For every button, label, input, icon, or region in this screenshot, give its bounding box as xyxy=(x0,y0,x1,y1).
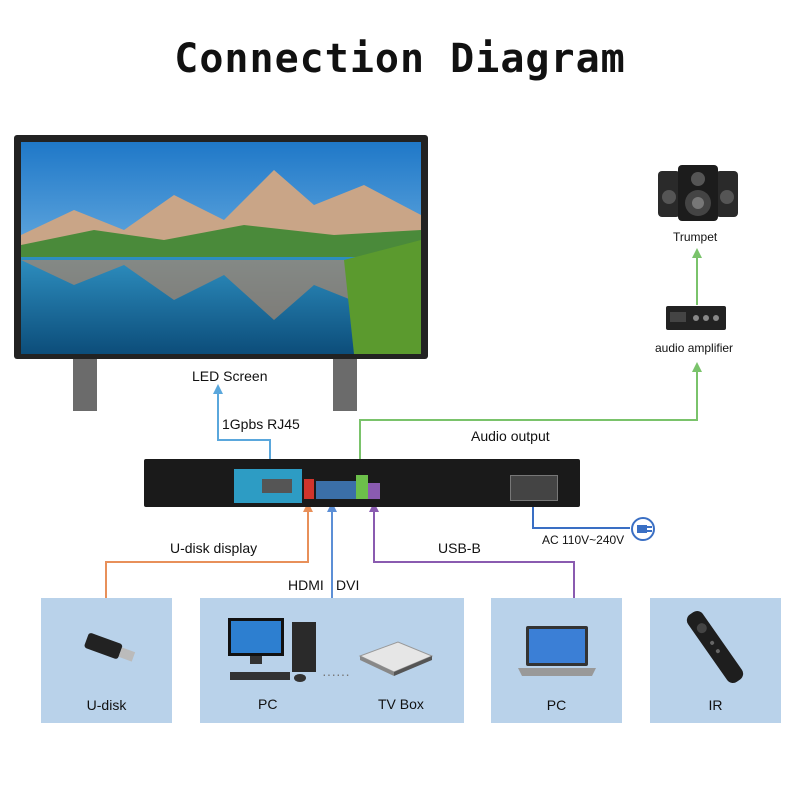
tv-box-icon xyxy=(358,641,434,676)
dvi-label: DVI xyxy=(336,577,360,593)
ir-label: IR xyxy=(708,697,723,713)
ac-wire xyxy=(532,505,630,529)
rj45-port xyxy=(262,479,292,493)
pc-left-label: PC xyxy=(258,696,278,712)
rj45-arrow xyxy=(213,384,223,394)
screen-stand-right xyxy=(333,359,357,411)
audio-arrow-amp xyxy=(692,362,702,372)
trumpet-label: Trumpet xyxy=(673,230,718,244)
usb-wire xyxy=(373,508,575,600)
desktop-pc-icon xyxy=(228,618,316,682)
speaker-icon xyxy=(656,165,740,221)
audio-arrow-speaker xyxy=(692,248,702,258)
udisk-label: U-disk xyxy=(86,697,127,713)
power-plug-icon xyxy=(630,516,656,542)
usb-a-port xyxy=(304,479,314,499)
ellipsis-dots: ······ xyxy=(322,666,350,682)
audio-wire xyxy=(359,368,698,472)
landscape-image xyxy=(21,142,421,354)
rj45-wire xyxy=(217,388,271,470)
hdmi-label: HDMI xyxy=(288,577,324,593)
audio-amplifier-label: audio amplifier xyxy=(655,341,734,355)
udisk-icon xyxy=(84,633,136,662)
laptop-icon xyxy=(518,626,596,676)
usb-b-port xyxy=(368,483,380,499)
amplifier-icon xyxy=(666,306,726,330)
udisk-arrow xyxy=(303,502,313,512)
pc-right-label: PC xyxy=(546,697,567,713)
led-screen-label: LED Screen xyxy=(192,368,268,384)
led-controller-box xyxy=(144,459,580,507)
led-screen xyxy=(14,135,428,359)
udisk-panel: U-disk xyxy=(41,598,172,723)
usb-b-label: USB-B xyxy=(438,540,481,556)
usb-arrow xyxy=(369,502,379,512)
udisk-display-label: U-disk display xyxy=(170,540,258,556)
screen-stand-left xyxy=(73,359,97,411)
hdmi-port-panel xyxy=(316,481,356,499)
power-socket xyxy=(510,475,558,501)
rj45-port-panel xyxy=(234,469,302,503)
udisk-wire xyxy=(105,508,309,600)
rj45-label: 1Gpbs RJ45 xyxy=(222,416,300,432)
sources-panel: ······ PC TV Box xyxy=(200,598,464,723)
ac-power-label: AC 110V~240V xyxy=(542,533,625,547)
hdmi-arrow xyxy=(327,502,337,512)
tv-box-label: TV Box xyxy=(378,696,424,712)
diagram-title: Connection Diagram xyxy=(174,36,626,82)
audio-output-label: Audio output xyxy=(471,428,550,444)
audio-port xyxy=(356,475,368,499)
ir-panel: IR xyxy=(650,598,781,723)
remote-control-icon xyxy=(686,611,744,683)
pc-panel: PC xyxy=(491,598,622,723)
